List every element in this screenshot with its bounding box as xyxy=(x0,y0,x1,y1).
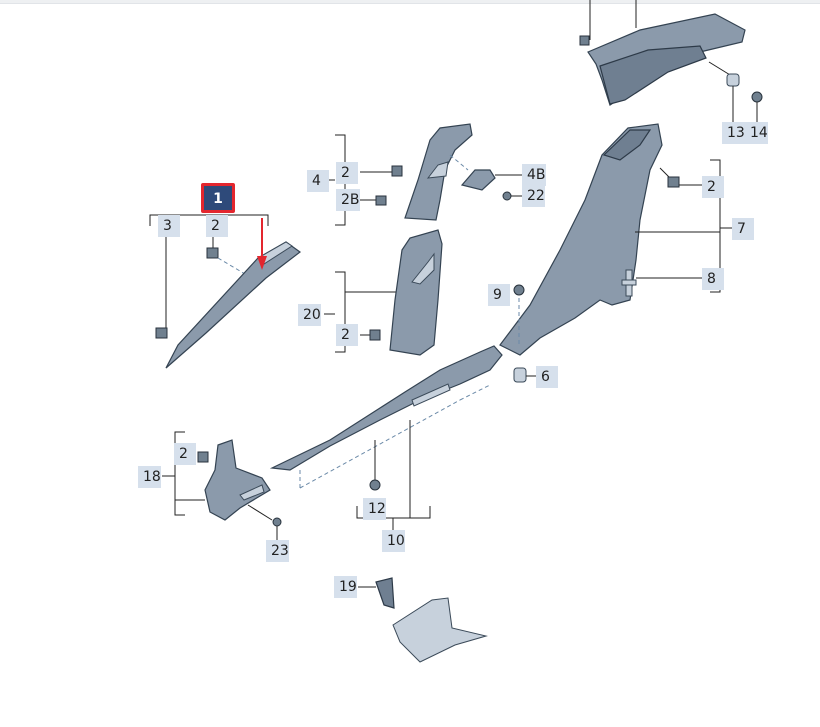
clip-part3[interactable] xyxy=(155,327,168,339)
callout-22[interactable]: 22 xyxy=(522,185,545,207)
screw-23[interactable] xyxy=(272,517,282,527)
grommet-6[interactable] xyxy=(513,367,527,383)
callout-2-b[interactable]: 2 xyxy=(336,162,358,184)
callout-2b[interactable]: 2B xyxy=(336,189,360,211)
push-pin-8[interactable] xyxy=(621,269,637,297)
bracket-19[interactable] xyxy=(375,577,395,609)
callout-2-c[interactable]: 2 xyxy=(336,324,358,346)
b-pillar-upper-trim[interactable] xyxy=(404,123,473,221)
clip-part2-e[interactable] xyxy=(197,451,209,463)
callout-23[interactable]: 23 xyxy=(266,540,289,562)
sill-trim-part-10[interactable] xyxy=(269,345,503,471)
seatbelt-guide-4b[interactable] xyxy=(460,169,496,191)
selection-arrow xyxy=(257,218,267,270)
clip-12[interactable] xyxy=(369,479,381,491)
callout-6[interactable]: 6 xyxy=(536,366,558,388)
rear-side-trim-part-7[interactable] xyxy=(499,123,663,356)
screw-9[interactable] xyxy=(513,284,525,296)
callout-14[interactable]: 14 xyxy=(745,122,768,144)
callout-13[interactable]: 13 xyxy=(722,122,745,144)
callout-8[interactable]: 8 xyxy=(702,268,724,290)
callout-4b[interactable]: 4B xyxy=(522,164,546,186)
callout-12[interactable]: 12 xyxy=(363,498,386,520)
b-pillar-lower-trim[interactable] xyxy=(389,229,443,356)
callout-10[interactable]: 10 xyxy=(382,530,405,552)
callout-2-a[interactable]: 2 xyxy=(206,215,228,237)
screw-13[interactable] xyxy=(726,73,740,87)
rear-upper-trim[interactable] xyxy=(587,13,746,106)
clip-part2-b[interactable] xyxy=(391,165,403,177)
callout-4[interactable]: 4 xyxy=(307,170,329,192)
clip-part2-d[interactable] xyxy=(667,176,680,188)
clip-part2-a[interactable] xyxy=(206,247,219,259)
top-bar xyxy=(0,0,820,4)
callout-9[interactable]: 9 xyxy=(488,284,510,306)
callout-1-selected[interactable]: 1 xyxy=(201,183,235,213)
callout-18[interactable]: 18 xyxy=(138,466,161,488)
callout-2-d[interactable]: 2 xyxy=(702,176,724,198)
clip-top-left[interactable] xyxy=(579,35,590,46)
trim-end-part-18[interactable] xyxy=(204,439,271,521)
callout-7[interactable]: 7 xyxy=(732,218,754,240)
callout-3[interactable]: 3 xyxy=(158,215,180,237)
callout-2-e[interactable]: 2 xyxy=(174,443,196,465)
screw-22[interactable] xyxy=(502,191,512,201)
callout-19[interactable]: 19 xyxy=(334,576,357,598)
callout-20[interactable]: 20 xyxy=(298,304,321,326)
clip-part2b[interactable] xyxy=(375,195,387,206)
screw-14[interactable] xyxy=(751,91,763,103)
footwell-cover[interactable] xyxy=(392,597,488,663)
clip-part2-c[interactable] xyxy=(369,329,381,341)
a-pillar-trim-part-1[interactable] xyxy=(165,241,302,369)
